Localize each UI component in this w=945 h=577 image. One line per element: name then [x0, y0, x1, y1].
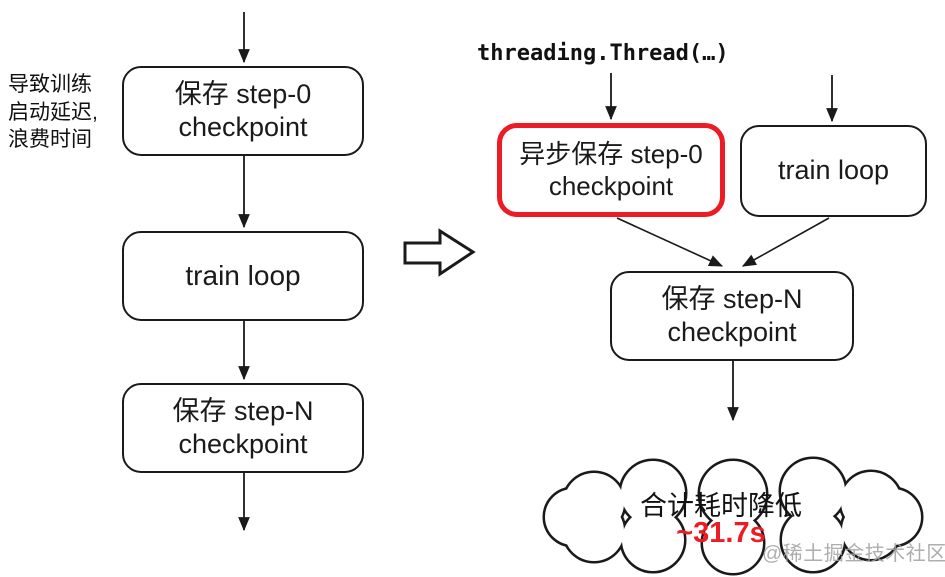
right-arrow-train-to-stepn	[741, 217, 830, 267]
box-label-line: 保存 step-N	[661, 283, 803, 314]
threading-thread-label: threading.Thread(…)	[477, 41, 729, 66]
annotation-line-3: 浪费时间	[8, 128, 92, 152]
box-label-line: train loop	[185, 259, 301, 291]
box-label-line: 异步保存 step-0	[519, 138, 703, 169]
box-label-line: checkpoint	[667, 317, 797, 347]
box-label-line: checkpoint	[178, 112, 308, 142]
box-label-line: checkpoint	[548, 171, 674, 201]
cloud-time-saved-value: ~31.7s	[676, 517, 766, 549]
box-async-save-step0-checkpoint: 异步保存 step-0 checkpoint	[497, 123, 725, 217]
box-save-step0-checkpoint: 保存 step-0 checkpoint	[122, 66, 364, 156]
box-train-loop-left: train loop	[122, 231, 364, 321]
left-annotation: 导致训练 启动延迟, 浪费时间	[8, 71, 118, 154]
box-label-line: checkpoint	[178, 429, 308, 459]
annotation-line-1: 导致训练	[8, 73, 92, 96]
right-arrow-async-to-stepn	[616, 217, 724, 267]
annotation-line-2: 启动延迟,	[8, 100, 98, 124]
cloud-result-label: 合计耗时降低	[640, 491, 802, 521]
box-label-line: 保存 step-0	[174, 78, 312, 109]
box-save-stepn-checkpoint-right: 保存 step-N checkpoint	[610, 271, 854, 361]
box-save-stepn-checkpoint-left: 保存 step-N checkpoint	[122, 383, 364, 473]
watermark-text: @稀土掘金技术社区	[762, 543, 945, 565]
box-label-line: 保存 step-N	[172, 395, 314, 426]
box-label-line: train loop	[777, 155, 890, 186]
box-train-loop-right: train loop	[740, 125, 927, 217]
transform-arrow	[403, 228, 476, 277]
